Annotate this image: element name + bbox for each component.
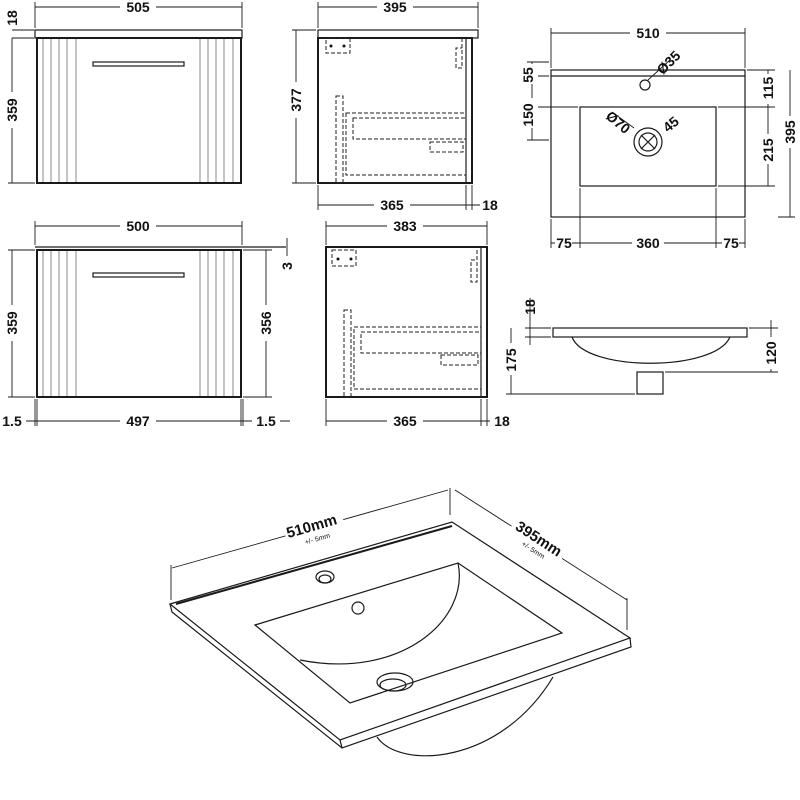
basin-isometric-view: 510mm +/- 5mm 395mm +/- 5mm: [168, 488, 632, 757]
front-view-bottom: 500 3 359 356 1.5 497 1.5: [0, 218, 295, 429]
dim-height: 359: [4, 98, 20, 122]
dim-right-bowl: 215: [760, 138, 776, 162]
dim-depth: 395: [782, 120, 798, 144]
dim-inner-depth: 365: [380, 197, 404, 213]
dim-total-depth: 175: [503, 348, 519, 372]
basin-section-view: 18 175 120: [503, 298, 779, 395]
dim-left-margin: 75: [556, 235, 572, 251]
dim-width: 500: [126, 218, 150, 234]
dim-inner-depth: 365: [393, 413, 417, 429]
dim-back: 18: [482, 197, 498, 213]
front-view-top: 505 18 359: [4, 0, 243, 184]
dim-back: 18: [494, 413, 510, 429]
dim-bowl-depth: 120: [763, 341, 779, 365]
dim-top-thickness: 18: [4, 10, 20, 26]
drain-diameter: Ø70: [603, 108, 634, 137]
dim-back-to-tap: 55: [520, 67, 536, 83]
dim-height: 359: [4, 311, 20, 335]
dim-height: 377: [288, 88, 304, 112]
tap-hole-diameter: Ø35: [653, 47, 683, 77]
drain-angle: 45: [660, 113, 682, 135]
dim-width: 510: [636, 25, 660, 41]
side-view-bottom: 383 365 18: [325, 218, 510, 429]
dim-depth: 395: [383, 0, 407, 15]
dim-bowl-width: 360: [636, 235, 660, 251]
dim-top-thickness: 18: [522, 299, 538, 315]
dim-door-width: 497: [126, 413, 150, 429]
dim-right-top: 115: [760, 76, 776, 99]
dim-left-gap: 1.5: [2, 413, 22, 429]
dim-right-margin: 75: [723, 235, 739, 251]
side-view-top: 395 377 365 18: [288, 0, 498, 213]
dim-right-gap: 1.5: [256, 413, 276, 429]
basin-plan-view: 510 55 150 115 215 395 75 360 75 Ø35 Ø70…: [520, 25, 798, 251]
dim-door-height: 356: [258, 311, 274, 335]
dim-depth: 383: [393, 218, 417, 234]
dim-tap-to-bowl: 150: [520, 103, 536, 127]
dim-width: 505: [126, 0, 150, 15]
dim-gap: 3: [279, 262, 295, 270]
